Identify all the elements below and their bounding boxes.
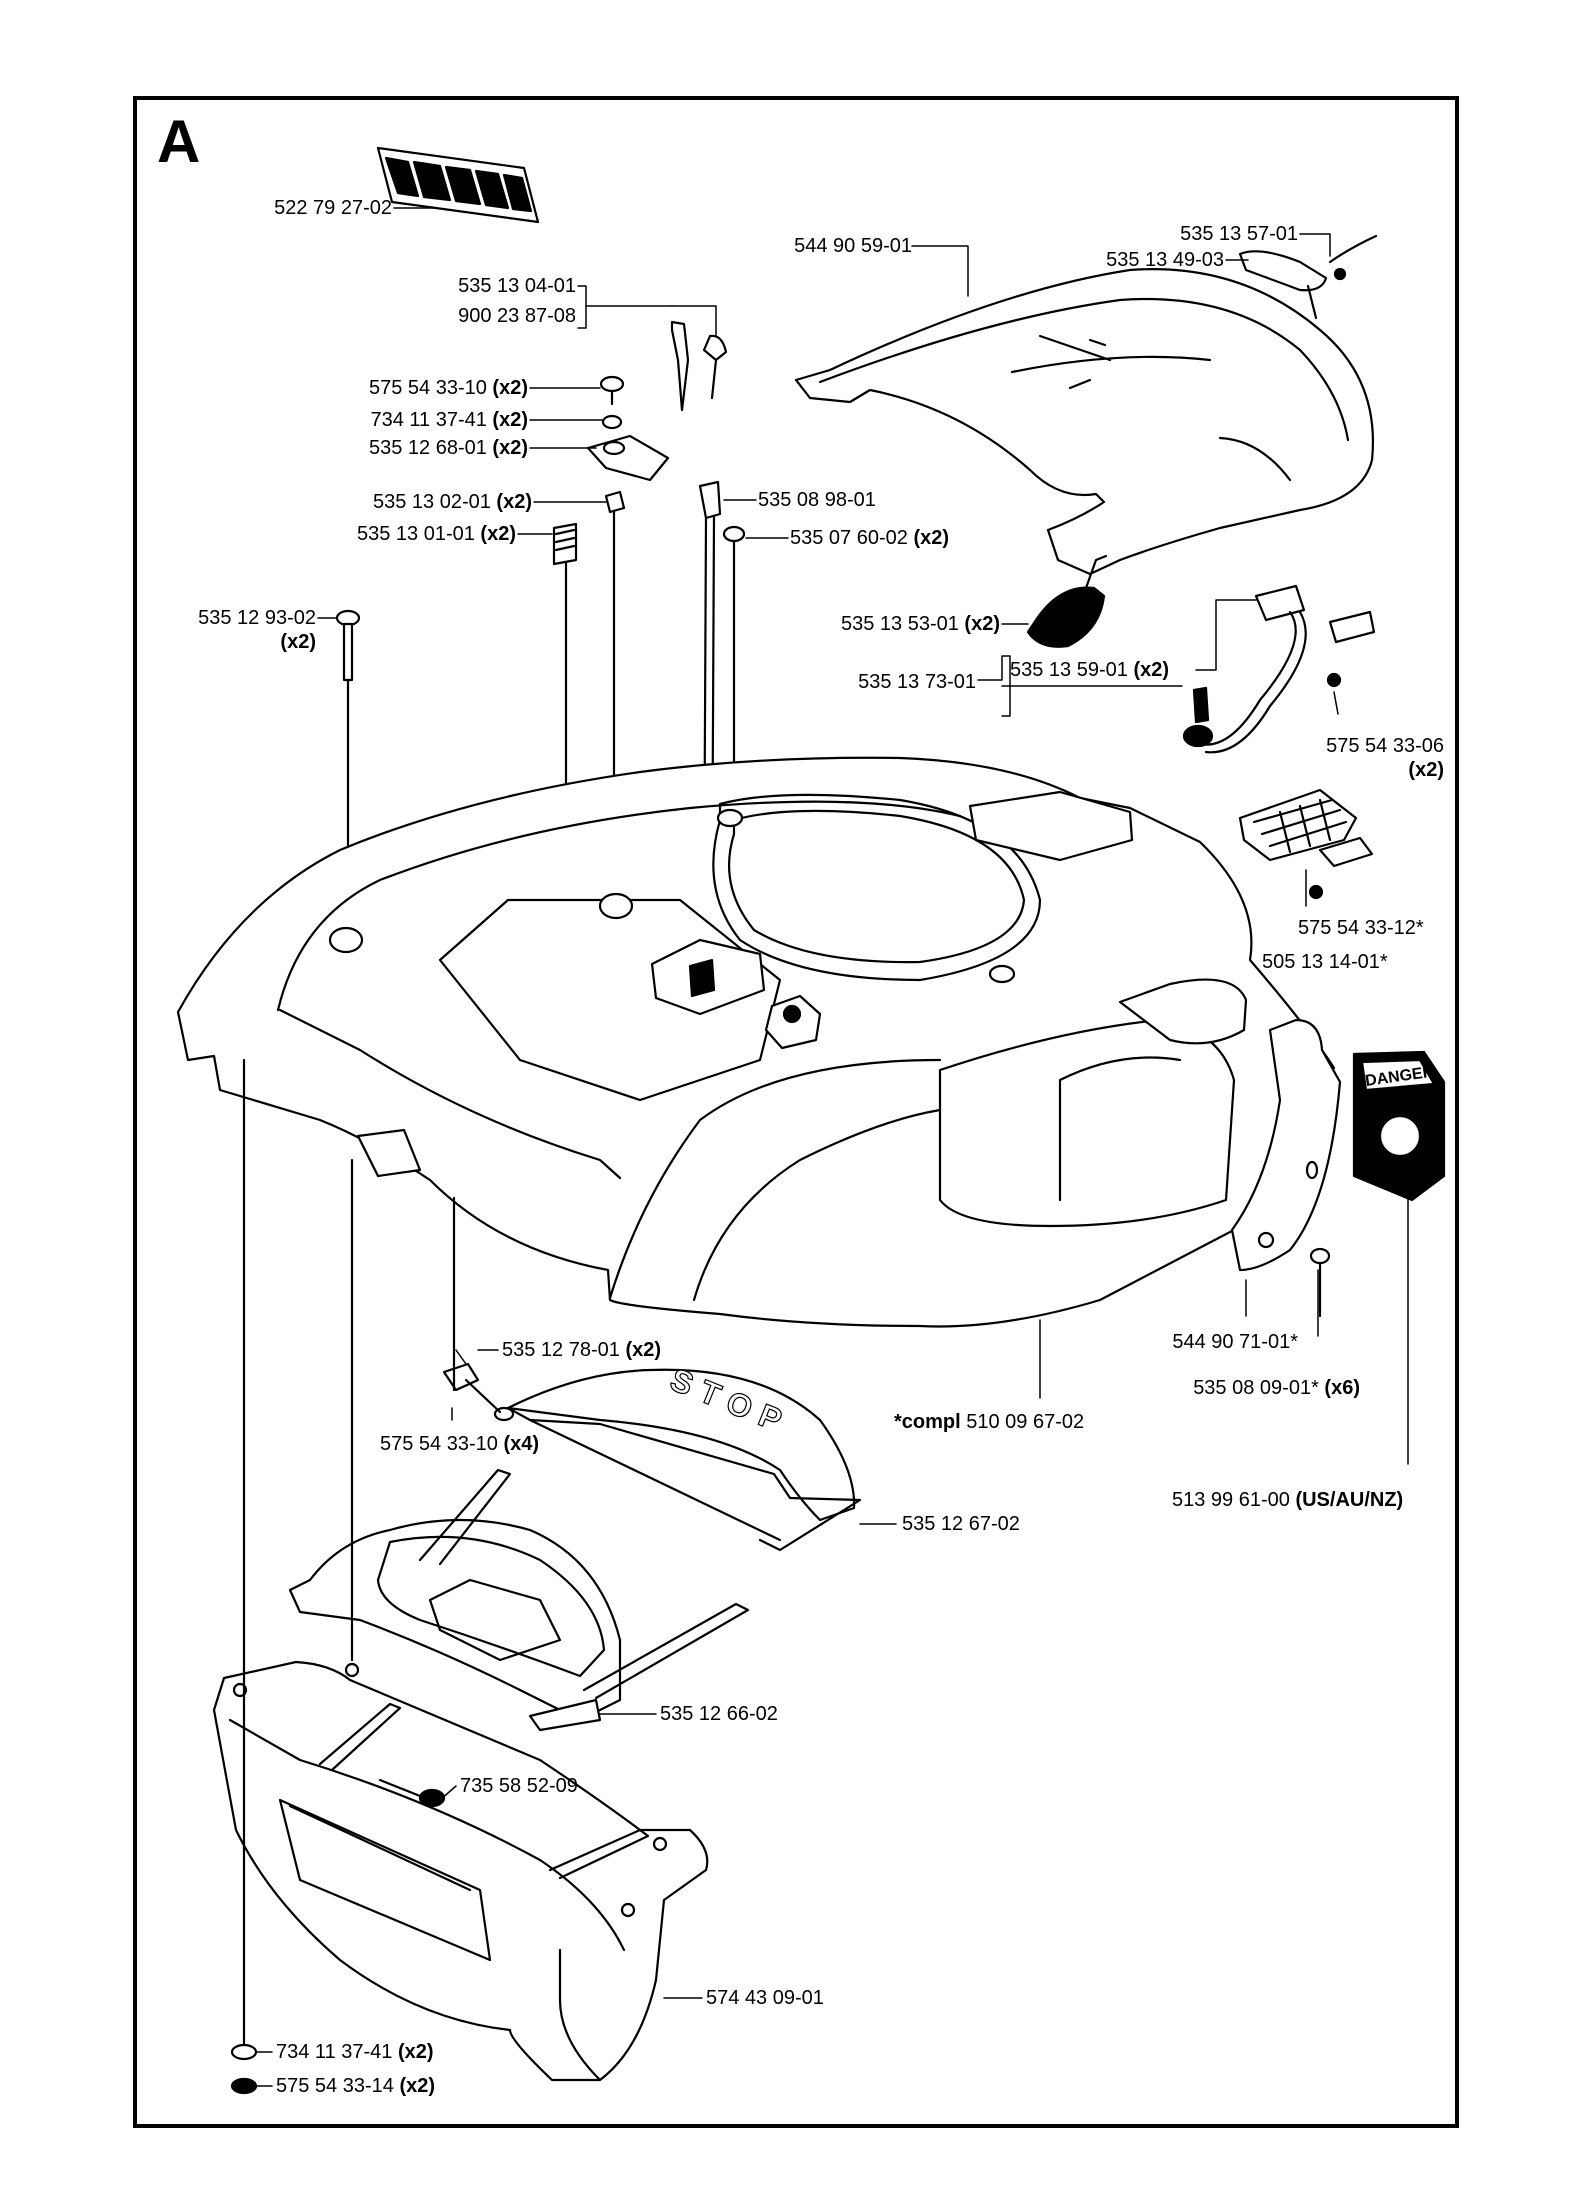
part-label: 544 90 71-01* (1172, 1331, 1298, 1353)
part-label: 522 79 27-02 (274, 197, 392, 219)
part-label: 513 99 61-00 (US/AU/NZ) (1172, 1489, 1404, 1511)
part-label: 505 13 14-01* (1262, 951, 1388, 973)
side-guard (1230, 1018, 1342, 1272)
part-label: 575 54 33-10 (x2) (368, 377, 528, 399)
hinge-bracket (1026, 554, 1108, 648)
part-label: 734 11 37-41 (x2) (370, 409, 528, 431)
middle-tray (288, 1468, 750, 1732)
grid-plate (1238, 672, 1374, 900)
part-label: 735 58 52-09 (460, 1775, 578, 1797)
main-body-shell (176, 756, 1336, 1328)
cover-latch (1238, 234, 1378, 320)
part-label: 535 13 01-01 (x2) (356, 523, 516, 545)
part-label: 574 43 09-01 (706, 1987, 824, 2009)
part-label: 900 23 87-08 (458, 305, 576, 327)
decal-strip (376, 146, 540, 224)
wire-harness (1182, 584, 1376, 754)
fastener-screw (1309, 1247, 1331, 1318)
part-label: 575 54 33-10 (x4) (380, 1433, 540, 1455)
section-letter: A (157, 108, 201, 175)
part-label: 575 54 33-06(x2) (1326, 735, 1444, 781)
part-label: 544 90 59-01 (794, 235, 912, 257)
part-label: 535 13 49-03 (1106, 249, 1224, 271)
leader-lines (255, 207, 1409, 2087)
part-label: 575 54 33-14 (x2) (276, 2075, 436, 2097)
top-cover (794, 268, 1374, 576)
danger-decal (1352, 1050, 1446, 1202)
part-label: 535 07 60-02 (x2) (790, 527, 950, 549)
part-label: 535 13 57-01 (1180, 223, 1298, 245)
part-label: 535 13 73-01 (858, 671, 976, 693)
screw-stack (552, 375, 670, 902)
part-label: 535 13 04-01 (458, 275, 576, 297)
part-label: 535 12 78-01 (x2) (502, 1339, 662, 1361)
part-label: 535 13 02-01 (x2) (372, 491, 532, 513)
part-label: 535 12 93-02(x2) (198, 607, 316, 653)
part-label: 535 08 98-01 (758, 489, 876, 511)
diagram-frame (133, 96, 1459, 2128)
part-label: 734 11 37-41 (x2) (276, 2041, 434, 2063)
part-label: 535 12 68-01 (x2) (368, 437, 528, 459)
part-label: 535 13 53-01 (x2) (840, 613, 1000, 635)
part-label: *compl 510 09 67-02 (894, 1411, 1085, 1433)
part-label: 535 08 09-01* (x6) (1193, 1377, 1360, 1399)
front-bumper (212, 1660, 709, 2082)
cable-tie (670, 320, 728, 412)
stop-cover (442, 1362, 862, 1552)
part-label: 535 13 59-01 (x2) (1010, 659, 1170, 681)
part-label: 535 12 67-02 (902, 1513, 1020, 1535)
part-label: 575 54 33-12* (1298, 917, 1424, 939)
part-label: 535 12 66-02 (660, 1703, 778, 1725)
